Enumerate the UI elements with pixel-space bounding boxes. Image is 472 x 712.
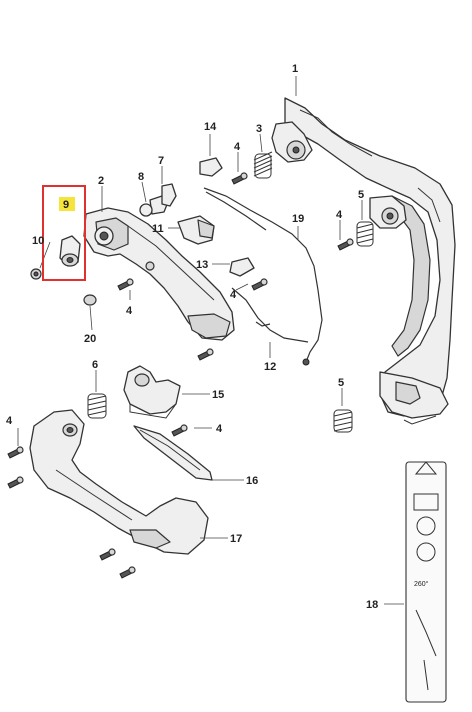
callout-9: 9 — [63, 199, 69, 211]
callout-7: 7 — [158, 155, 164, 167]
callout-15: 15 — [212, 389, 224, 401]
cap-20-part — [83, 294, 97, 306]
callout-10: 10 — [32, 235, 44, 247]
highlight-badge — [59, 197, 75, 211]
callout-4: 4 — [6, 415, 13, 427]
callout-3: 3 — [256, 123, 262, 135]
rear-handle-frame-part — [271, 97, 456, 425]
highlight-box — [42, 185, 86, 281]
callout-4: 4 — [216, 423, 223, 435]
bushing-9-part — [59, 235, 81, 267]
callout-4: 4 — [230, 289, 237, 301]
callout-2: 2 — [98, 175, 104, 187]
callout-12: 12 — [264, 361, 276, 373]
callout-labels: 1 2 3 4 4 4 4 4 4 5 5 6 7 8 9 10 11 12 1… — [6, 63, 378, 611]
callout-18: 18 — [366, 599, 378, 611]
bracket-15-part — [123, 365, 181, 419]
screw-10-part — [30, 268, 42, 280]
callout-6: 6 — [92, 359, 98, 371]
callout-1: 1 — [292, 63, 298, 75]
small-components — [139, 157, 255, 277]
springs-5-parts — [333, 221, 374, 433]
callout-5: 5 — [358, 189, 364, 201]
callout-17: 17 — [230, 533, 242, 545]
cables-12-19-parts — [203, 187, 323, 366]
callout-19: 19 — [292, 213, 304, 225]
callout-4: 4 — [336, 209, 343, 221]
spring-6-part — [87, 393, 107, 419]
decal-18-part: 260° — [405, 461, 447, 703]
callout-13: 13 — [196, 259, 208, 271]
leader-lines — [17, 76, 404, 605]
callout-4: 4 — [234, 141, 241, 153]
front-handle-half-part — [83, 207, 235, 341]
screws-4-parts — [7, 172, 354, 579]
callout-5: 5 — [338, 377, 344, 389]
callout-11: 11 — [152, 223, 164, 235]
callout-16: 16 — [246, 475, 258, 487]
callout-14: 14 — [204, 121, 217, 133]
callout-4: 4 — [126, 305, 133, 317]
lower-handle-17-part — [29, 409, 209, 555]
callout-20: 20 — [84, 333, 96, 345]
callout-8: 8 — [138, 171, 144, 183]
spring-3-part — [253, 151, 273, 179]
decal-angle-text: 260° — [414, 580, 429, 588]
